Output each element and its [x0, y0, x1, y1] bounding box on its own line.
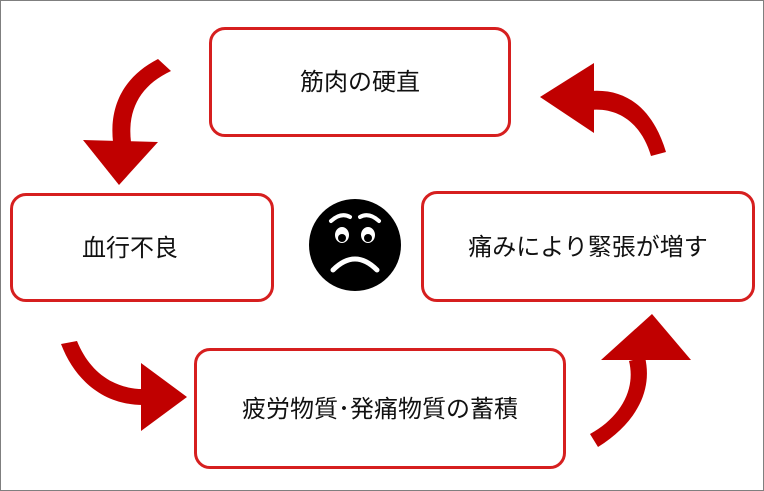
- arrow-right-to-top: [540, 63, 666, 156]
- node-muscle-stiffness: 筋肉の硬直: [209, 27, 511, 137]
- node-fatigue-accumulation: 疲労物質･発痛物質の蓄積: [194, 348, 566, 469]
- node-poor-circulation: 血行不良: [10, 193, 274, 302]
- arrow-top-to-left: [83, 59, 171, 185]
- node-pain-tension-label: 痛みにより緊張が増す: [468, 232, 708, 261]
- worried-face-icon: [309, 199, 401, 291]
- node-fatigue-accumulation-label: 疲労物質･発痛物質の蓄積: [242, 394, 518, 423]
- node-pain-tension: 痛みにより緊張が増す: [421, 191, 755, 302]
- arrow-left-to-bottom: [61, 341, 187, 431]
- node-muscle-stiffness-label: 筋肉の硬直: [300, 68, 420, 96]
- node-poor-circulation-label: 血行不良: [82, 233, 178, 262]
- arrow-bottom-to-right: [590, 314, 691, 447]
